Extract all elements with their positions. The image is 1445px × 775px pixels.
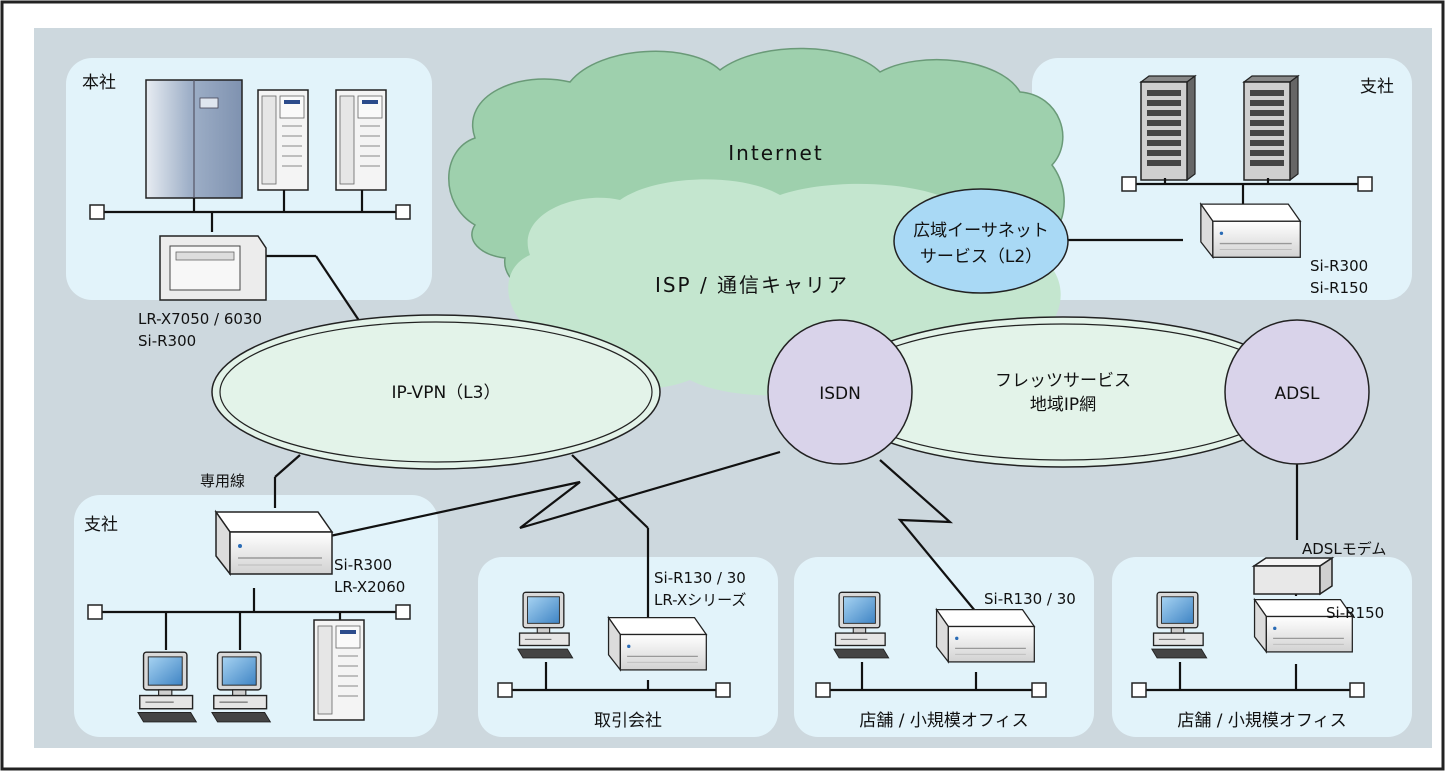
adsl-modem	[1251, 556, 1335, 596]
lan-terminator	[1131, 682, 1147, 698]
site-label-store-right: 店舗 / 小規模オフィス	[1177, 711, 1346, 731]
branch-left-router-label-2: LR-X2060	[334, 578, 405, 596]
branch-left-server	[313, 619, 365, 721]
flets-label-line2: 地域IP網	[1030, 395, 1096, 415]
adsl-label: ADSL	[1275, 384, 1321, 404]
store-mid-lan	[830, 662, 1032, 692]
ipvpn-ring	[211, 314, 661, 470]
branch-left-router	[215, 511, 333, 575]
site-label-branch-top: 支社	[1360, 77, 1394, 97]
branch-top-server-2	[1243, 75, 1299, 181]
lan-terminator	[1357, 176, 1373, 192]
honsha-router-label-2: Si-R300	[138, 332, 196, 350]
lan-terminator	[1031, 682, 1047, 698]
branch-top-router-label-1: Si-R300	[1310, 257, 1368, 275]
partner-lan	[512, 662, 716, 692]
honsha-mainframe	[145, 79, 243, 199]
flets-label-line1: フレッツサービス	[995, 371, 1131, 391]
partner-router-label-1: Si-R130 / 30	[654, 569, 746, 587]
lan-terminator	[395, 604, 411, 620]
site-label-partner: 取引会社	[594, 711, 662, 731]
ipvpn-label: IP-VPN（L3）	[392, 383, 501, 403]
honsha-router-label-1: LR-X7050 / 6030	[138, 310, 262, 328]
store-mid-router	[935, 609, 1035, 663]
store-mid-router-label: Si-R130 / 30	[984, 590, 1076, 608]
partner-router	[607, 617, 707, 671]
honsha-lan	[104, 190, 396, 232]
lan-terminator	[815, 682, 831, 698]
ethernet-label-line2: サービス（L2）	[920, 247, 1042, 267]
branch-top-router-label-2: Si-R150	[1310, 279, 1368, 297]
isdn-zigzag-left	[329, 450, 781, 538]
isdn-label: ISDN	[819, 384, 861, 404]
lan-terminator	[87, 604, 103, 620]
isdn-circle	[767, 319, 913, 465]
lan-terminator	[89, 204, 105, 220]
lan-terminator	[395, 204, 411, 220]
honsha-server-2	[335, 89, 387, 191]
site-label-branch-left: 支社	[84, 515, 118, 535]
lan-terminator	[1121, 176, 1137, 192]
lan-terminator	[497, 682, 513, 698]
leased-line-label: 専用線	[200, 472, 245, 490]
honsha-server-1	[257, 89, 309, 191]
branch-top-server-1	[1140, 75, 1196, 181]
internet-label: Internet	[728, 141, 823, 165]
isdn-zigzag-right	[879, 459, 977, 613]
partner-router-label-2: LR-Xシリーズ	[654, 591, 746, 609]
store-right-router-label: Si-R150	[1326, 604, 1384, 622]
adsl-modem-label: ADSLモデム	[1302, 540, 1386, 558]
lan-terminator	[715, 682, 731, 698]
ethernet-label-line1: 広域イーサネット	[913, 221, 1049, 241]
site-label-honsha: 本社	[82, 73, 116, 93]
adsl-circle	[1224, 319, 1370, 465]
branch-left-lan	[102, 588, 396, 650]
isp-label: ISP / 通信キャリア	[655, 273, 849, 297]
branch-top-lan	[1136, 178, 1358, 206]
link-ipvpn-to-partner	[571, 454, 649, 529]
honsha-core-router	[159, 235, 267, 301]
link-ipvpn-leased-a	[274, 454, 301, 478]
link-honsha-to-ipvpn	[315, 255, 361, 323]
site-label-store-mid: 店舗 / 小規模オフィス	[859, 711, 1028, 731]
ethernet-l2-ellipse	[893, 188, 1069, 294]
lan-terminator	[1349, 682, 1365, 698]
branch-left-router-label-1: Si-R300	[334, 556, 392, 574]
connection-lines	[262, 238, 1299, 628]
store-right-lan	[1146, 662, 1350, 692]
branch-top-router	[1200, 203, 1301, 258]
